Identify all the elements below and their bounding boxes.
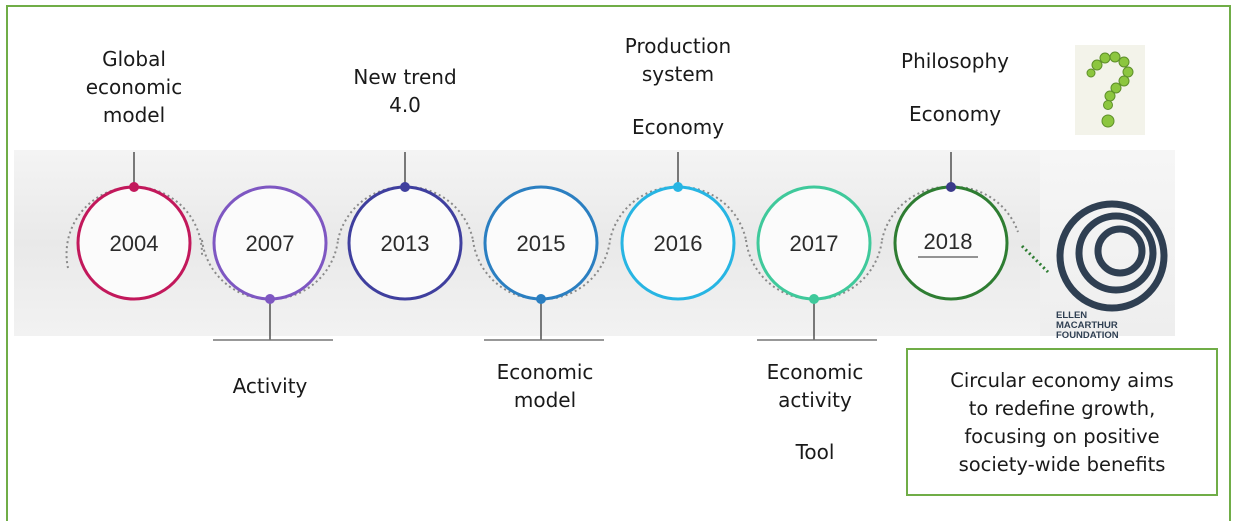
label-2004-line-3: model — [102, 103, 166, 127]
label-2004-line-2: economic — [85, 75, 183, 99]
diagram-frame — [6, 5, 1231, 521]
label-2017-line-1: Economic — [766, 360, 864, 384]
label-2018-economy: Economy — [908, 102, 1002, 126]
label-2013-line-2: 4.0 — [389, 93, 421, 117]
label-2018-philosophy: Philosophy — [901, 49, 1009, 73]
year-labels: 2004 2007 2013 2015 2016 2017 2018 — [110, 229, 973, 256]
foundation-line-2: MACARTHUR — [1056, 320, 1118, 331]
connector-dots — [129, 182, 956, 304]
dot-2013 — [400, 182, 410, 192]
question-mark-icon — [1075, 45, 1145, 135]
year-2004: 2004 — [110, 231, 159, 256]
arc-2018-right — [950, 185, 1019, 233]
label-2016-line-2: system — [641, 62, 715, 86]
label-2015-line-2: model — [513, 388, 577, 412]
dot-2017 — [809, 294, 819, 304]
connector-lines — [133, 152, 952, 341]
year-2013: 2013 — [381, 231, 430, 256]
label-2013: New trend 4.0 — [325, 63, 485, 119]
callout-line-2: to redefine growth, — [968, 397, 1156, 420]
arc-2007-right — [269, 239, 339, 301]
arc-2004-left — [65, 185, 135, 269]
callout-line-3: focusing on positive — [964, 425, 1160, 448]
label-2017-tool: Tool — [795, 440, 835, 464]
label-2016-system: Production system — [598, 32, 758, 88]
year-2017: 2017 — [790, 231, 839, 256]
ellen-macarthur-logo: ELLEN MACARTHUR FOUNDATION — [1056, 200, 1168, 341]
foundation-line-3: FOUNDATION — [1056, 330, 1119, 341]
arc-2016-left — [609, 185, 679, 241]
arc-2018-tail — [1020, 244, 1050, 274]
year-2007: 2007 — [246, 231, 295, 256]
year-2018: 2018 — [924, 229, 973, 254]
foundation-rings-icon — [1056, 200, 1168, 312]
callout-line-4: society-wide benefits — [958, 453, 1166, 476]
label-2013-line-1: New trend — [353, 65, 457, 89]
dot-2015 — [536, 294, 546, 304]
callout-line-1: Circular economy aims — [950, 369, 1174, 392]
label-2015: Economic model — [470, 358, 620, 414]
label-2015-line-1: Economic — [496, 360, 594, 384]
label-2004-line-1: Global — [102, 47, 166, 71]
arc-2017-right — [813, 239, 883, 301]
label-2017-line-2: activity — [778, 388, 852, 412]
label-2016-economy: Economy — [631, 115, 725, 139]
label-2016-line-1: Production — [624, 34, 732, 58]
dot-2007 — [265, 294, 275, 304]
year-2016: 2016 — [654, 231, 703, 256]
dot-2004 — [129, 182, 139, 192]
callout-box: Circular economy aims to redefine growth… — [906, 348, 1218, 496]
label-2004: Global economic model — [74, 45, 194, 129]
dot-2016 — [673, 182, 683, 192]
arc-2018-left — [881, 185, 952, 241]
year-2015: 2015 — [517, 231, 566, 256]
label-2007: Activity — [232, 374, 308, 398]
dot-2018 — [946, 182, 956, 192]
label-2017: Economic activity — [740, 358, 890, 414]
foundation-line-1: ELLEN — [1056, 310, 1087, 321]
